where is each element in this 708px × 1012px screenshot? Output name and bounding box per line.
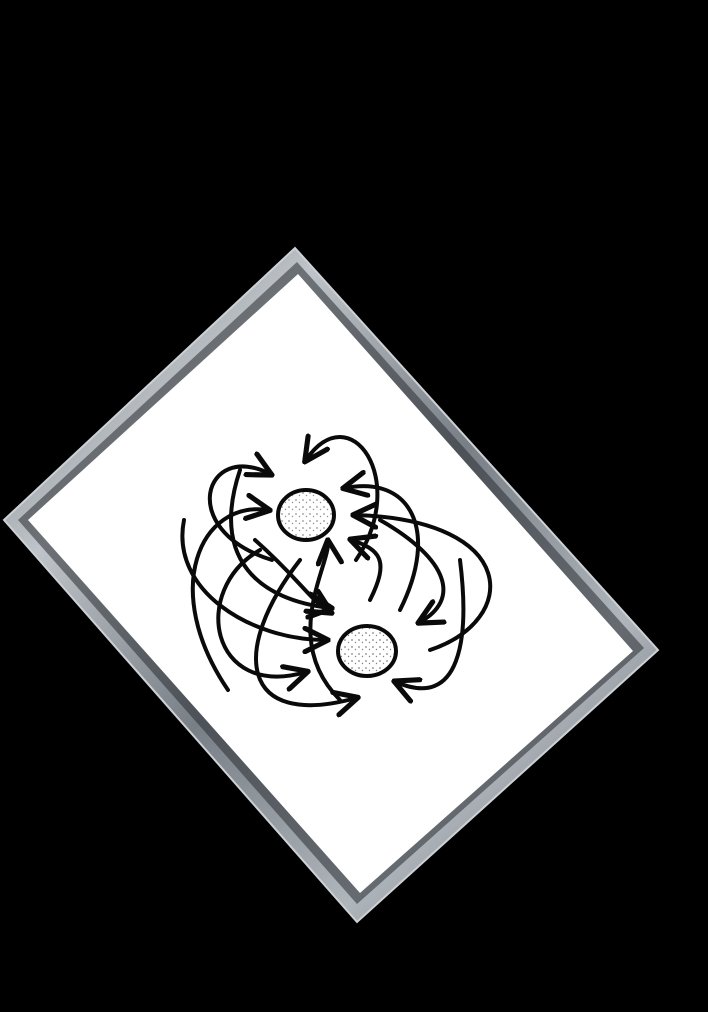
- photo-scene: [0, 0, 708, 1012]
